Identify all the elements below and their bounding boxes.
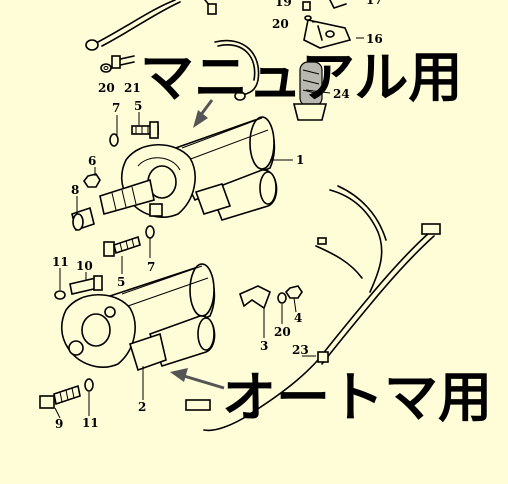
- part-number-4: 4: [294, 311, 302, 325]
- nut-6: [83, 173, 101, 188]
- part-number-23: 23: [292, 343, 309, 357]
- bracket-16: [303, 0, 352, 49]
- arrow-auto: [170, 368, 225, 390]
- part-number-8: 8: [71, 183, 79, 197]
- bolt-21: [111, 55, 135, 69]
- part-number-6: 6: [88, 154, 96, 168]
- part-number-11: 11: [52, 255, 69, 269]
- starter-automatic: [60, 263, 216, 372]
- part-number-5: 5: [134, 99, 142, 113]
- part-number-16: 16: [366, 32, 383, 46]
- washer-20-mid: [277, 292, 287, 304]
- part-number-9: 9: [55, 417, 63, 431]
- upper-cable: [85, 0, 260, 101]
- washer-11-top: [54, 290, 66, 300]
- washer-11-bottom: [84, 378, 94, 392]
- part-number-11: 11: [82, 416, 99, 430]
- bolt-9: [39, 384, 81, 409]
- part-number-2: 2: [138, 400, 146, 414]
- starter-manual: [99, 116, 278, 221]
- bolt-10: [69, 275, 103, 295]
- washer-20-top: [100, 63, 112, 73]
- washer-7-top: [109, 133, 119, 147]
- damper-24: [292, 61, 328, 121]
- part-number-1: 1: [296, 153, 304, 167]
- pinion-8: [71, 206, 95, 232]
- part-number-20: 20: [274, 325, 291, 339]
- part-number-3: 3: [260, 339, 268, 353]
- label-automatic: オートマ用: [222, 365, 492, 429]
- part-number-5: 5: [117, 275, 125, 289]
- part-number-20: 20: [98, 81, 115, 95]
- part-number-17: 17: [366, 0, 383, 7]
- bracket-3: [239, 285, 272, 310]
- label-manual: マニュアル用: [140, 45, 462, 109]
- part-number-21: 21: [124, 81, 141, 95]
- part-number-19: 19: [275, 0, 292, 9]
- leader-lines: [54, 21, 364, 419]
- bolt-5-mid: [103, 235, 141, 257]
- nut-4: [284, 285, 303, 299]
- bolt-5-top: [131, 121, 159, 139]
- part-number-7: 7: [147, 260, 155, 274]
- arrow-manual: [193, 99, 214, 128]
- part-number-24: 24: [333, 87, 350, 101]
- bolt-19: [302, 1, 312, 21]
- harness-23: [185, 185, 441, 432]
- part-number-20: 20: [272, 17, 289, 31]
- part-number-7: 7: [112, 101, 120, 115]
- washer-7-mid: [145, 225, 155, 239]
- part-number-10: 10: [76, 259, 93, 273]
